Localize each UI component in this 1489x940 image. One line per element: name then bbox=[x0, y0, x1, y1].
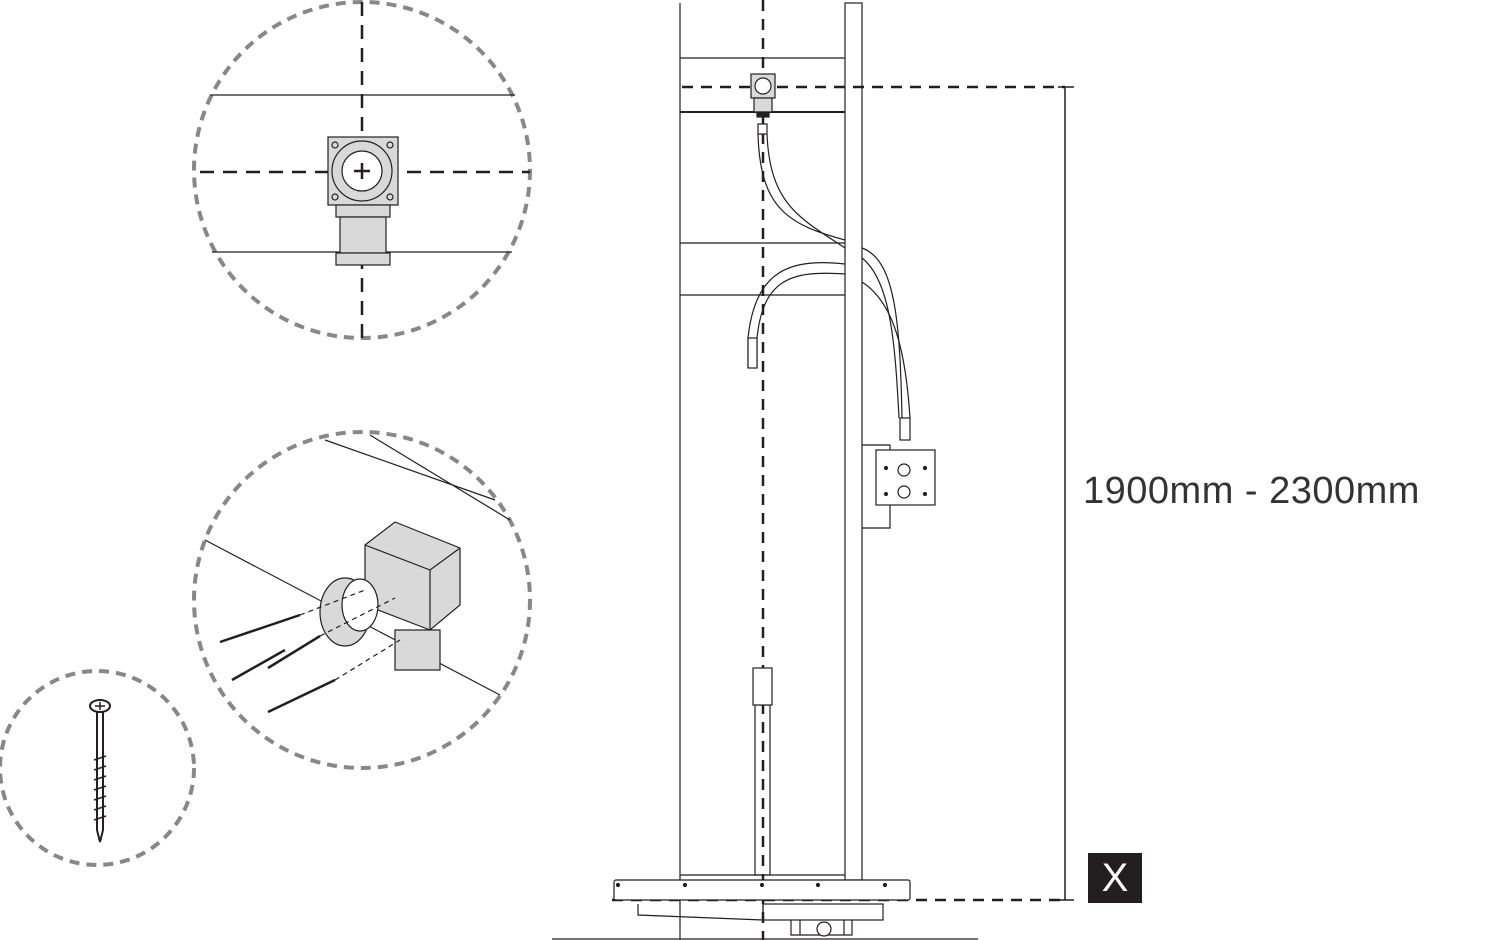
dimension-line bbox=[1058, 86, 1074, 901]
x-marker-badge: X bbox=[1088, 853, 1142, 903]
detail-circle-screw bbox=[0, 669, 196, 867]
shower-tray-base bbox=[613, 879, 911, 937]
detail-circle-elbow bbox=[192, 430, 532, 770]
detail-circle-top bbox=[192, 0, 532, 340]
outlet-elbow bbox=[750, 73, 776, 135]
hoses bbox=[747, 133, 911, 441]
lower-pipe bbox=[752, 667, 773, 876]
valve-box bbox=[862, 444, 936, 529]
centre-lines bbox=[612, 0, 1065, 940]
height-dimension-label: 1900mm - 2300mm bbox=[1083, 470, 1420, 512]
